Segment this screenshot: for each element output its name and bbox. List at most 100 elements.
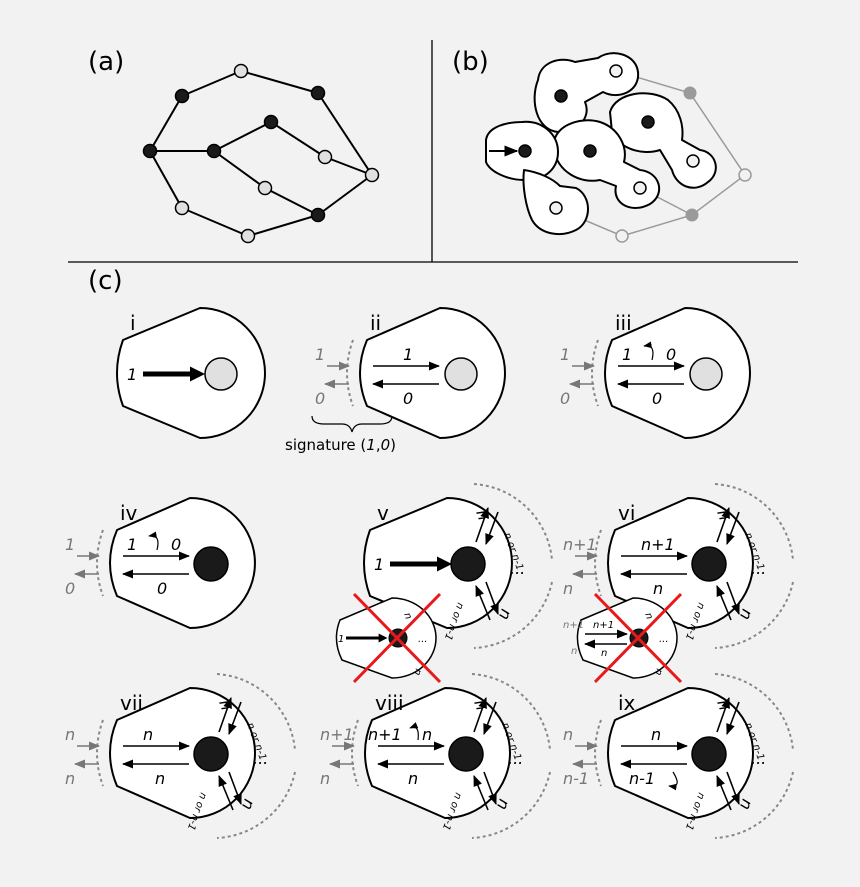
inner-in-label: n xyxy=(143,725,153,744)
branch-label: n xyxy=(493,797,514,813)
red-cross-line xyxy=(352,592,442,684)
node-dark xyxy=(193,546,229,582)
membrane-dashes xyxy=(473,581,553,649)
signal-arrow xyxy=(726,511,740,546)
inner-out-label: 0 xyxy=(157,579,167,598)
process-tree-b xyxy=(485,52,752,243)
node-light xyxy=(444,357,478,391)
mini-label: 1 xyxy=(338,634,344,645)
outer-in-label: 1 xyxy=(560,345,570,364)
signal-arrow xyxy=(218,774,234,811)
membrane-dashes xyxy=(96,719,104,787)
ellipsis: ... xyxy=(253,749,268,768)
node-light xyxy=(233,63,249,79)
cell-body xyxy=(109,497,256,629)
cell-label: viii xyxy=(375,691,404,715)
entry-label: 1 xyxy=(374,555,384,574)
blob-node xyxy=(554,89,568,103)
node-dark xyxy=(691,546,727,582)
red-cross-line xyxy=(593,592,683,684)
membrane-dashes xyxy=(714,771,794,839)
blob-node xyxy=(633,181,647,195)
node-dark xyxy=(450,546,486,582)
branch-label: n xyxy=(238,797,259,813)
signal-arrow xyxy=(228,701,242,736)
node-grey xyxy=(685,208,699,222)
inner-in-label: 0 xyxy=(171,535,181,554)
inner-in-label: 1 xyxy=(127,535,137,554)
signal-arrow xyxy=(716,506,730,543)
outer-out-label: n xyxy=(320,769,330,788)
entry-label: 1 xyxy=(127,365,137,384)
outer-in-label: 1 xyxy=(315,345,325,364)
membrane-dashes xyxy=(591,339,599,407)
mini-label: ... xyxy=(418,634,428,645)
node-grey-outline xyxy=(615,229,629,243)
outer-out-label: 0 xyxy=(315,389,325,408)
cell-label: v xyxy=(377,501,389,525)
mini-label: n+1 xyxy=(563,620,584,631)
outer-out-label: n xyxy=(563,579,573,598)
graph-a xyxy=(142,63,380,244)
inner-in-label: 0 xyxy=(666,345,676,364)
node-dark xyxy=(691,736,727,772)
ellipsis: ... xyxy=(751,559,766,578)
outer-out-label: 0 xyxy=(65,579,75,598)
signal-arrow xyxy=(483,701,497,736)
signal-arrow xyxy=(218,696,232,733)
ellipsis: ... xyxy=(751,749,766,768)
reset-arrow xyxy=(148,531,159,551)
membrane-dashes xyxy=(216,673,296,751)
ellipsis: ... xyxy=(508,749,523,768)
inner-out-label: n xyxy=(155,769,165,788)
node-light xyxy=(689,357,723,391)
membrane-dashes xyxy=(471,771,551,839)
panel-label-a: (a) xyxy=(88,47,124,77)
blob-node xyxy=(583,144,597,158)
outer-out-label: n-1 xyxy=(563,769,589,788)
signal-arrow xyxy=(726,771,740,806)
mini-label: n xyxy=(601,648,607,659)
membrane-dashes xyxy=(714,581,794,649)
process-blob xyxy=(552,119,661,209)
branch-label: n xyxy=(736,607,757,623)
membrane-dashes xyxy=(594,529,602,597)
inner-out-label: 0 xyxy=(652,389,662,408)
ellipsis: ... xyxy=(510,559,525,578)
mini-label: n xyxy=(571,646,577,657)
blob-node xyxy=(549,201,563,215)
signal-arrow xyxy=(483,771,497,806)
branch-label: n xyxy=(736,797,757,813)
membrane-dashes xyxy=(346,339,354,407)
signal-arrow xyxy=(228,771,242,806)
node-light xyxy=(364,167,380,183)
blob-node xyxy=(641,115,655,129)
outer-out-label: n xyxy=(65,769,75,788)
blob-node xyxy=(686,154,700,168)
signal-arrow xyxy=(475,584,491,621)
inner-out-label: n-1 xyxy=(629,769,655,788)
outer-out-label: 0 xyxy=(560,389,570,408)
membrane-dashes xyxy=(714,483,794,561)
cell-i: i1 xyxy=(116,307,266,439)
signal-arrow xyxy=(485,581,499,616)
cell-label: ii xyxy=(370,311,381,335)
branch-label: n xyxy=(495,607,516,623)
signal-arrow xyxy=(473,774,489,811)
blob-node xyxy=(518,144,532,158)
cell-label: vii xyxy=(120,691,143,715)
inner-in-label: n+1 xyxy=(641,535,675,554)
inner-in-label: n xyxy=(651,725,661,744)
membrane-dashes xyxy=(473,483,553,561)
blob-node xyxy=(609,64,623,78)
node-light xyxy=(174,200,190,216)
signal-arrow xyxy=(473,696,487,733)
signal-arrow xyxy=(726,581,740,616)
mini-label: ... xyxy=(659,634,669,645)
signature-brace xyxy=(311,415,393,433)
